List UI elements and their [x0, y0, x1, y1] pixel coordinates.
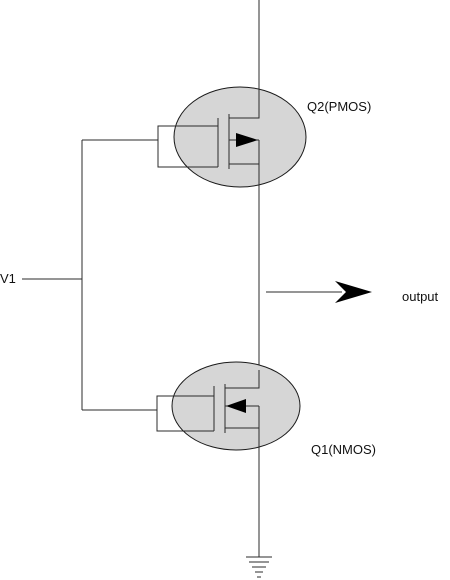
nmos-gate-plate — [156, 395, 214, 432]
q2-label: Q2(PMOS) — [307, 99, 371, 114]
pmos-arrow-icon — [236, 133, 258, 147]
ground-symbol-icon — [246, 556, 272, 578]
output-arrow-icon — [335, 281, 372, 303]
input-label: V1 — [0, 271, 16, 286]
output-label: output — [402, 289, 439, 304]
pmos-source — [229, 88, 260, 119]
nmos-transistor-q1 — [156, 361, 301, 451]
nmos-drain — [225, 370, 260, 389]
nmos-arrow-icon — [226, 399, 246, 413]
pmos-gate-plate — [157, 125, 218, 168]
q1-label: Q1(NMOS) — [311, 442, 376, 457]
pmos-transistor-q2 — [157, 86, 307, 190]
